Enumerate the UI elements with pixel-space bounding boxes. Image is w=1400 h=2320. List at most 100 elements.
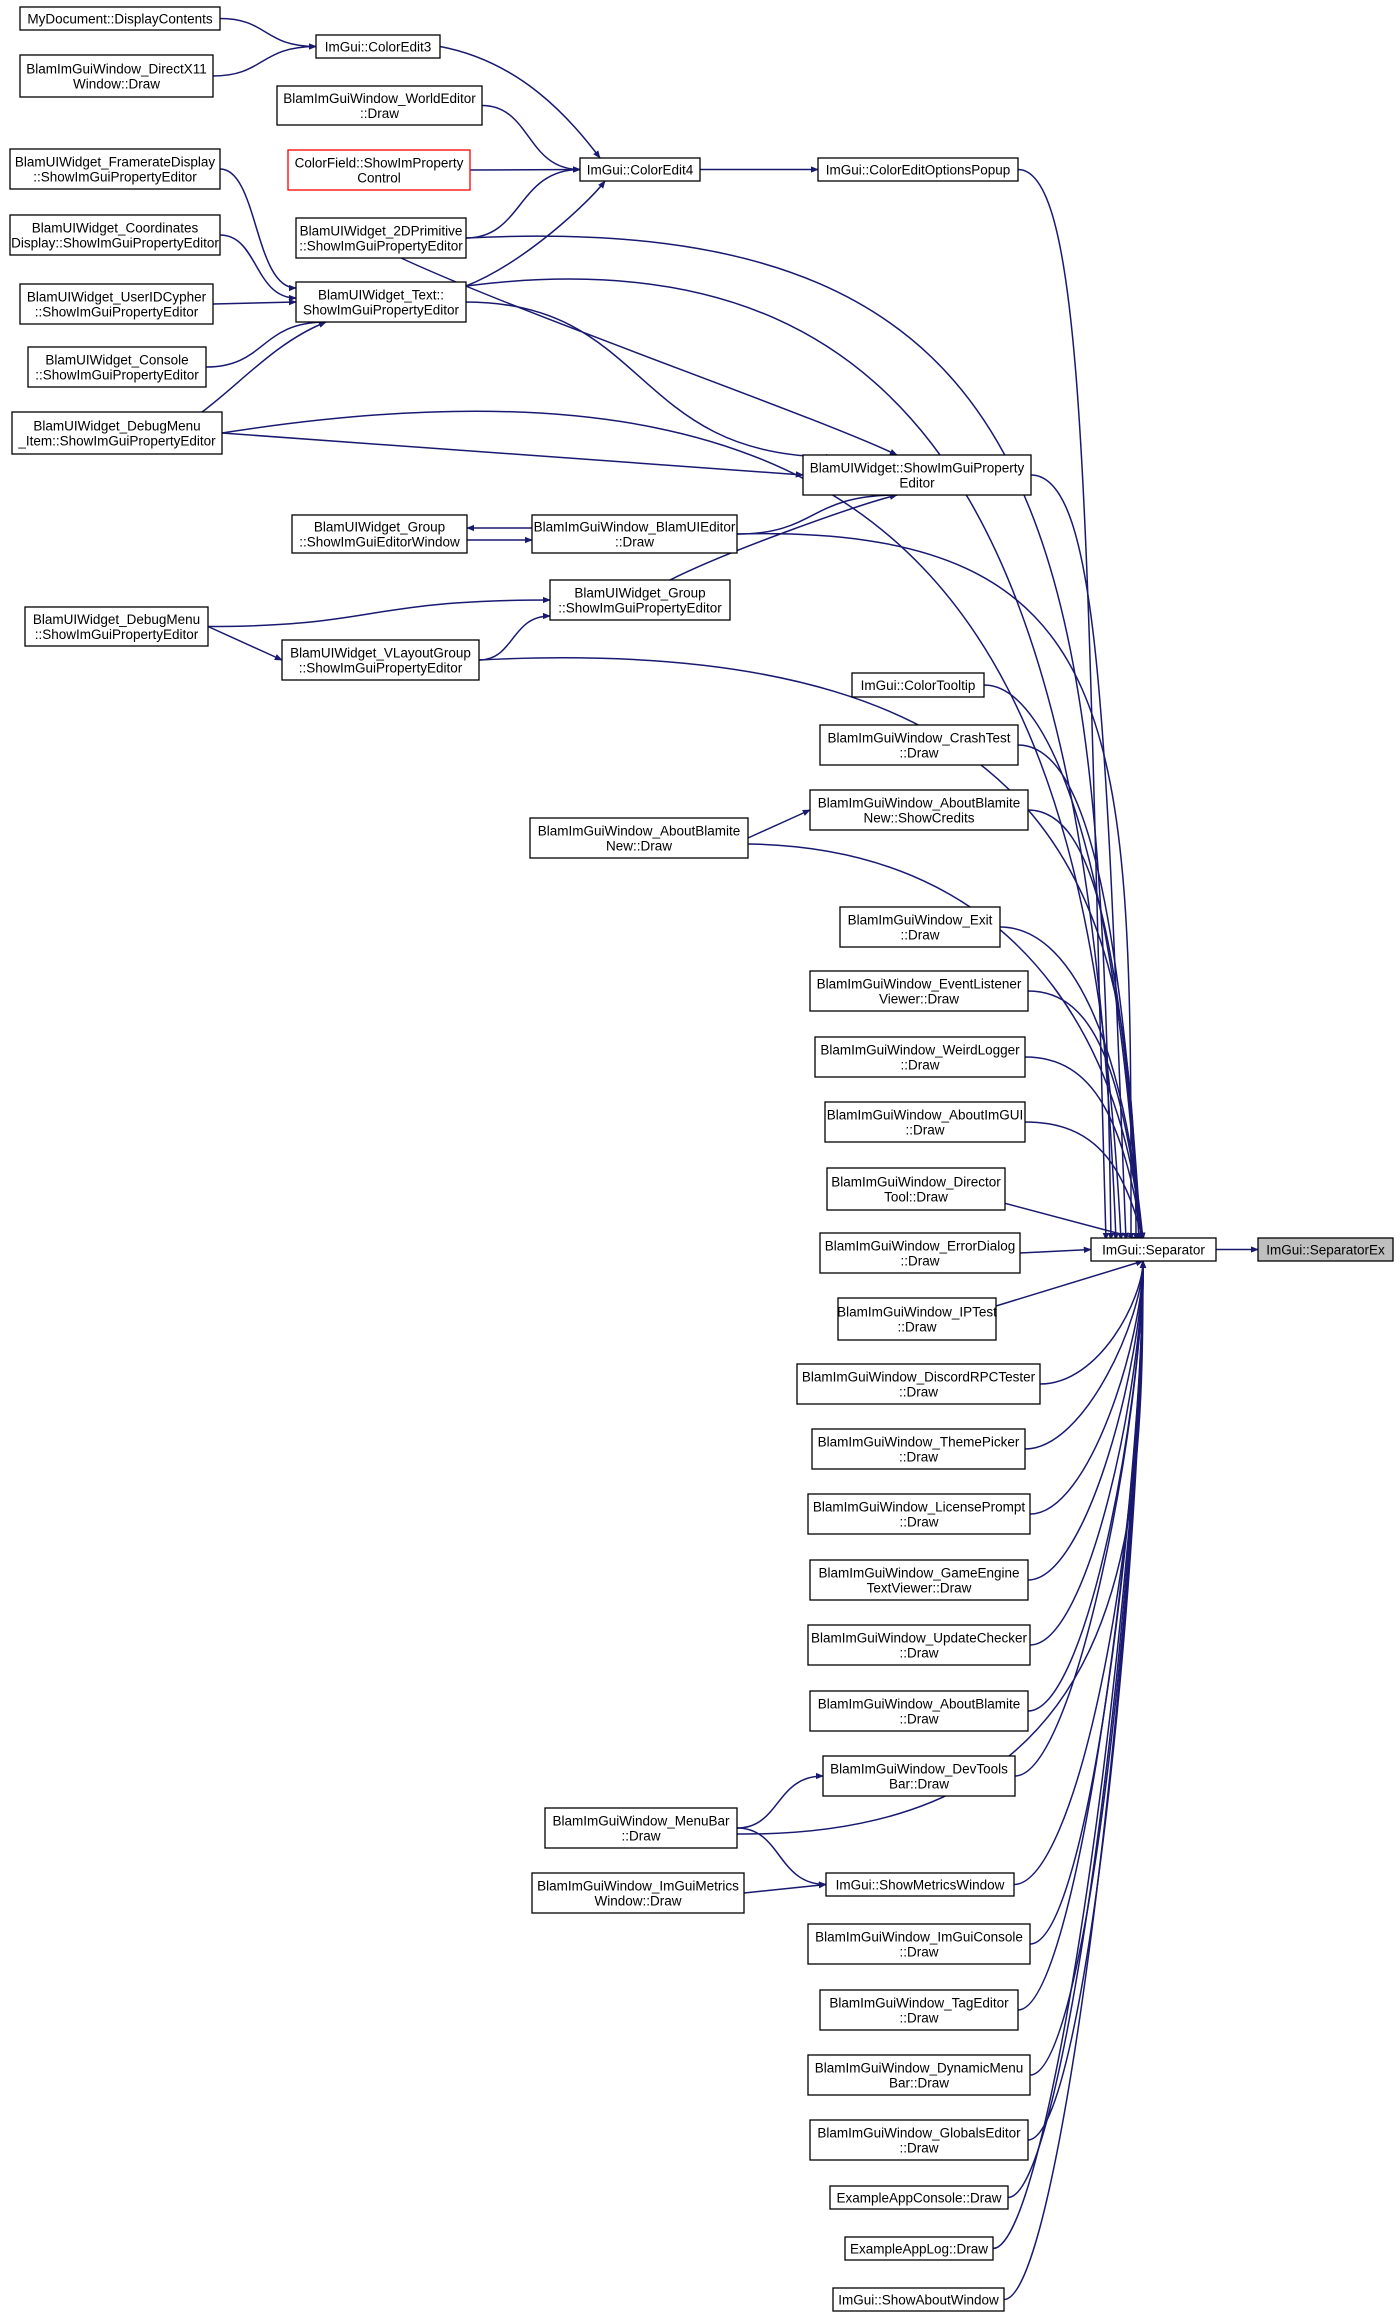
node-group-property-editor[interactable]: BlamUIWidget_Group::ShowImGuiPropertyEdi… [549,579,731,621]
node-separator[interactable]: ImGui::Separator [1090,1237,1217,1262]
node-box [1090,1237,1217,1262]
node-license-prompt-draw[interactable]: BlamImGuiWindow_LicensePrompt::Draw [807,1493,1031,1535]
node-coordinates-display-editor[interactable]: BlamUIWidget_CoordinatesDisplay::ShowImG… [9,214,221,256]
edge-debugmenu-item-to-widget-editor [221,432,804,478]
edge-vlayout-to-separator [478,657,1140,1241]
node-group-editor-window[interactable]: BlamUIWidget_Group::ShowImGuiEditorWindo… [291,514,468,554]
node-crash-test-draw[interactable]: BlamImGuiWindow_CrashTest::Draw [819,724,1019,766]
call-graph-nodes: ImGui::SeparatorExImGui::SeparatorImGui:… [9,6,1394,2312]
node-label: BlamUIWidget_2DPrimitive [300,224,463,239]
node-label: BlamImGuiWindow_AboutBlamite [818,1697,1021,1712]
node-ip-test-draw[interactable]: BlamImGuiWindow_IPTest::Draw [837,1297,997,1341]
node-console-editor[interactable]: BlamUIWidget_Console::ShowImGuiPropertyE… [27,346,207,388]
node-debugmenu-item-editor[interactable]: BlamUIWidget_DebugMenu_Item::ShowImGuiPr… [11,411,223,455]
node-box [281,639,480,681]
node-box [837,1297,997,1341]
call-edges [201,17,1259,2301]
node-world-editor-draw[interactable]: BlamImGuiWindow_WorldEditor::Draw [276,85,483,126]
edge-error-dialog-to-separator [1019,1246,1092,1254]
node-vlayout-group-editor[interactable]: BlamUIWidget_VLayoutGroup::ShowImGuiProp… [281,639,480,681]
node-update-checker-draw[interactable]: BlamImGuiWindow_UpdateChecker::Draw [807,1624,1031,1666]
node-menu-bar-draw[interactable]: BlamImGuiWindow_MenuBar::Draw [544,1807,738,1849]
node-label: BlamUIWidget_Text:: [318,288,444,303]
node-primitive2d-editor[interactable]: BlamUIWidget_2DPrimitive::ShowImGuiPrope… [295,217,467,259]
node-box [819,1989,1019,2031]
node-label: MyDocument::DisplayContents [27,12,213,27]
node-color-edit3[interactable]: ImGui::ColorEdit3 [315,34,441,59]
node-label: ::ShowImGuiPropertyEditor [33,170,197,185]
edge-color-tooltip-to-separator [983,684,1142,1241]
node-box [809,1559,1029,1601]
node-label: ::Draw [899,1450,938,1465]
node-label: ::Draw [899,2011,938,2026]
node-label: BlamImGuiWindow_AboutBlamite [818,796,1021,811]
edge-theme_picker_draw-to-separator [1024,1260,1147,1450]
node-box [9,148,221,190]
node-label: ::Draw [900,928,939,943]
node-label: ExampleAppLog::Draw [850,2242,988,2257]
node-label: ::Draw [897,1320,936,1335]
node-separator-ex[interactable]: ImGui::SeparatorEx [1257,1237,1394,1262]
node-label: BlamImGuiWindow_ThemePicker [818,1435,1020,1450]
node-label: ImGui::ColorEditOptionsPopup [826,163,1011,178]
node-display-contents[interactable]: MyDocument::DisplayContents [19,6,221,31]
node-label: ::Draw [899,1515,938,1530]
node-text-editor[interactable]: BlamUIWidget_Text::ShowImGuiPropertyEdit… [295,281,467,323]
node-about-blamite-show-credits[interactable]: BlamImGuiWindow_AboutBlamiteNew::ShowCre… [809,789,1029,831]
node-about-blamite-draw[interactable]: BlamImGuiWindow_AboutBlamite::Draw [809,1690,1029,1732]
node-label: Editor [899,476,935,491]
node-label: BlamUIWidget_Group [314,520,445,535]
node-color-edit-options-popup[interactable]: ImGui::ColorEditOptionsPopup [817,157,1019,182]
node-color-tooltip[interactable]: ImGui::ColorTooltip [851,672,985,698]
node-discord-rpc-tester-draw[interactable]: BlamImGuiWindow_DiscordRPCTester::Draw [796,1363,1041,1405]
node-box [529,817,749,859]
node-widget-property-editor[interactable]: BlamUIWidget::ShowImGuiPropertyEditor [802,454,1032,496]
node-event-listener-viewer-draw[interactable]: BlamImGuiWindow_EventListenerViewer::Dra… [809,970,1029,1012]
node-label: BlamImGuiWindow_ImGuiMetrics [537,1879,739,1894]
node-box [819,1232,1021,1274]
node-label: Window::Draw [594,1894,681,1909]
node-label: ::ShowImGuiPropertyEditor [35,368,199,383]
node-label: BlamUIWidget_DebugMenu [33,419,200,434]
node-error-dialog-draw[interactable]: BlamImGuiWindow_ErrorDialog::Draw [819,1232,1021,1274]
node-exit-draw[interactable]: BlamImGuiWindow_Exit::Draw [839,906,1001,948]
node-show-about-window[interactable]: ImGui::ShowAboutWindow [832,2287,1005,2312]
edge-coordinates-to-text [219,234,297,302]
node-about-imgui-draw[interactable]: BlamImGuiWindow_AboutImGUI::Draw [824,1101,1026,1143]
node-label: Window::Draw [73,77,160,92]
node-debugmenu-editor[interactable]: BlamUIWidget_DebugMenu::ShowImGuiPropert… [24,606,209,647]
node-framerate-display-editor[interactable]: BlamUIWidget_FramerateDisplay::ShowImGui… [9,148,221,190]
node-userid-cypher-editor[interactable]: BlamUIWidget_UserIDCypher::ShowImGuiProp… [19,283,214,325]
edge-event_listener_viewer_draw-to-separator [1027,990,1146,1241]
node-box [851,672,985,698]
node-label: Display::ShowImGuiPropertyEditor [11,236,219,251]
node-label: BlamImGuiWindow_AboutImGUI [827,1108,1024,1123]
node-theme-picker-draw[interactable]: BlamImGuiWindow_ThemePicker::Draw [811,1428,1026,1470]
edge-console-to-text [205,318,327,368]
node-weird-logger-draw[interactable]: BlamImGuiWindow_WeirdLogger::Draw [814,1036,1026,1078]
node-label: ExampleAppConsole::Draw [836,2191,1001,2206]
node-label: Tool::Draw [884,1190,948,1205]
node-box [809,1690,1029,1732]
node-show-metrics-window[interactable]: ImGui::ShowMetricsWindow [825,1872,1015,1897]
node-example-app-console-draw[interactable]: ExampleAppConsole::Draw [829,2185,1009,2210]
node-label: BlamImGuiWindow_DiscordRPCTester [802,1370,1036,1385]
node-tag-editor-draw[interactable]: BlamImGuiWindow_TagEditor::Draw [819,1989,1019,2031]
node-game-engine-text-viewer-draw[interactable]: BlamImGuiWindow_GameEngineTextViewer::Dr… [809,1559,1029,1601]
node-example-app-log-draw[interactable]: ExampleAppLog::Draw [844,2236,994,2261]
node-imgui-console-draw[interactable]: BlamImGuiWindow_ImGuiConsole::Draw [807,1923,1031,1965]
edge-text-to-separator [465,278,1119,1241]
node-box [276,85,483,126]
node-label: ImGui::Separator [1102,1243,1205,1258]
node-globals-editor-draw[interactable]: BlamImGuiWindow_GlobalsEditor::Draw [809,2119,1029,2161]
node-color-edit4[interactable]: ImGui::ColorEdit4 [579,157,701,182]
node-label: BlamUIWidget_DebugMenu [33,612,200,627]
node-ui-editor-draw[interactable]: BlamImGuiWindow_BlamUIEditor::Draw [531,514,738,554]
